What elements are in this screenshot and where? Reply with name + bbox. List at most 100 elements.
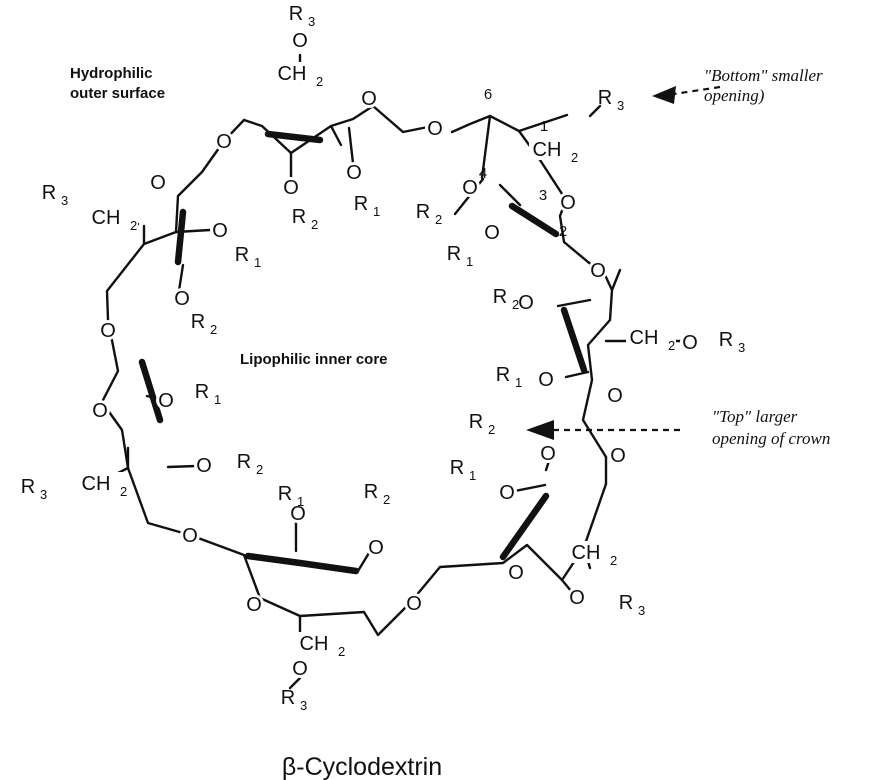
top-arrow-head — [526, 420, 554, 440]
oxygen-mask — [497, 482, 517, 502]
r-atom: R — [364, 481, 378, 503]
oxygen-atom: O — [182, 525, 198, 547]
r-atom: R — [598, 87, 612, 109]
oxygen-atom: O — [150, 172, 166, 194]
oxygen-mask — [538, 443, 558, 463]
oxygen-atom: O — [216, 131, 232, 153]
oxygen-atom: O — [92, 400, 108, 422]
ch2-atom: CH — [82, 473, 111, 495]
oxygen-atom: O — [283, 177, 299, 199]
oxygen-mask — [425, 118, 445, 138]
oxygen-atom: O — [508, 562, 524, 584]
oxygen-atom: O — [518, 292, 534, 314]
oxygen-mask — [516, 292, 536, 312]
oxygen-mask — [567, 587, 587, 607]
oxygen-mask — [290, 658, 310, 678]
oxygen-atom: O — [196, 455, 212, 477]
position-1: 2 — [559, 223, 567, 240]
position-2: 3 — [539, 187, 547, 204]
label-lipophilic-core: Lipophilic inner core — [240, 351, 388, 368]
bottom-arrow-head — [652, 86, 676, 104]
oxygen-mask — [482, 222, 502, 242]
ch2-subscript: 2 — [120, 484, 127, 499]
r-atom: R — [469, 411, 483, 433]
ch2-atom: CH — [533, 139, 562, 161]
label-bottom-opening-1: "Bottom" smaller — [704, 66, 823, 85]
position-4: 6 — [484, 86, 492, 103]
oxygen-mask — [172, 288, 192, 308]
bond — [242, 104, 430, 155]
r-subscript: 3 — [308, 14, 315, 29]
r-subscript: 1 — [254, 255, 261, 270]
bold-bond — [560, 306, 588, 374]
bottom-arrow-shaft — [673, 85, 721, 96]
position-3: 4 — [479, 165, 487, 182]
r-atom: R — [281, 687, 295, 709]
oxygen-atom: O — [361, 88, 377, 110]
label-bottom-opening-2: opening) — [704, 86, 765, 105]
oxygen-atom: O — [540, 443, 556, 465]
r-subscript: 2 — [256, 462, 263, 477]
r-atom: R — [416, 201, 430, 223]
oxygen-atom: O — [427, 118, 443, 140]
ch2-mask — [568, 541, 618, 563]
bond — [588, 104, 602, 118]
oxygen-mask — [506, 562, 526, 582]
bond — [480, 114, 492, 180]
r-atom: R — [289, 3, 303, 25]
ch2-subscript: 2 — [610, 553, 617, 568]
ch2-atom: CH — [92, 207, 121, 229]
label-top-opening-1: "Top" larger — [712, 407, 798, 426]
oxygen-mask — [148, 172, 168, 192]
ch2-atom: CH — [630, 327, 659, 349]
oxygen-mask — [194, 455, 214, 475]
oxygen-atom: O — [610, 445, 626, 467]
oxygen-atom: O — [346, 162, 362, 184]
bond — [610, 268, 622, 292]
ch2-subscript: 2 — [316, 74, 323, 89]
r-atom: R — [278, 483, 292, 505]
oxygen-mask — [404, 593, 424, 613]
oxygen-mask — [680, 332, 700, 352]
oxygen-atom: O — [538, 369, 554, 391]
r-subscript: 2 — [383, 492, 390, 507]
ch2-atom: CH — [572, 542, 601, 564]
ch2-subscript: 2 — [668, 338, 675, 353]
r-atom: R — [21, 476, 35, 498]
r-subscript: 1 — [466, 254, 473, 269]
label-outer-surface: outer surface — [70, 85, 165, 102]
oxygen-mask — [180, 525, 200, 545]
r-atom: R — [237, 451, 251, 473]
ch2-mask — [88, 206, 138, 228]
oxygen-atom: O — [246, 594, 262, 616]
oxygen-mask — [460, 177, 480, 197]
r-subscript: 3 — [40, 487, 47, 502]
r-subscript: 1 — [515, 375, 522, 390]
bond — [100, 318, 192, 537]
r-atom: R — [450, 457, 464, 479]
bond — [498, 183, 522, 207]
bond — [188, 533, 442, 637]
bond — [166, 464, 198, 469]
bond — [556, 298, 592, 308]
oxygen-atom: O — [100, 320, 116, 342]
r-subscript: 3 — [61, 193, 68, 208]
bold-bond — [244, 552, 360, 575]
oxygen-mask — [281, 177, 301, 197]
oxygen-mask — [98, 320, 118, 340]
oxygen-mask — [90, 400, 110, 420]
position-6: 1 — [540, 118, 548, 135]
